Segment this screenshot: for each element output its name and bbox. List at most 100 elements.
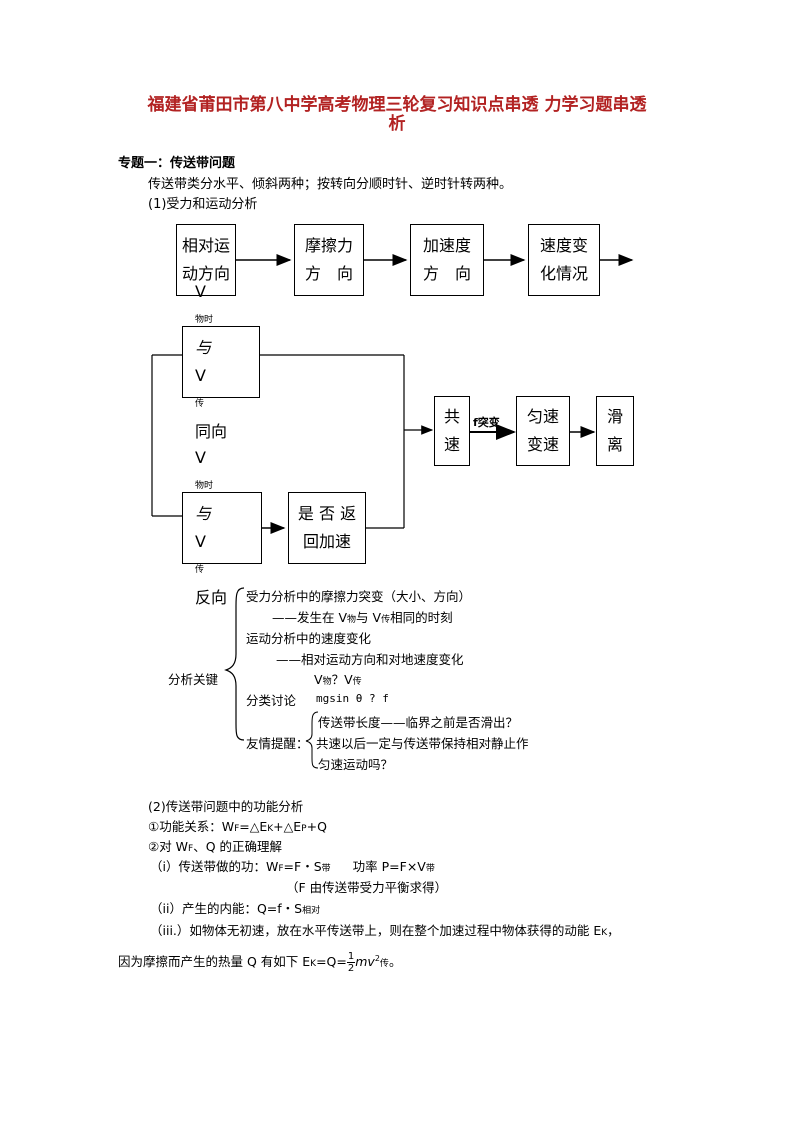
subscript: 传 — [195, 565, 205, 575]
text: 。 — [388, 954, 402, 969]
text: ？V — [331, 672, 353, 687]
analysis-line-5: V物？V传 — [314, 669, 362, 688]
subsection-1-heading: (1)受力和运动分析 — [148, 197, 258, 212]
formula: mv — [355, 954, 375, 969]
subscript: K — [310, 959, 317, 969]
energy-line-5: （ii）产生的内能：Q=f・S相对 — [150, 898, 320, 917]
text: 同向 — [195, 422, 228, 441]
reminder-line-1: 传送带长度——临界之前是否滑出？ — [318, 715, 519, 730]
box-slide-off: 滑 离 — [596, 396, 634, 466]
subscript: 传 — [352, 677, 362, 687]
energy-line-2: ②对 WF、Q 的正确理解 — [148, 836, 282, 855]
box-same-direction: V 物时与 V 传同向 — [182, 282, 260, 441]
section-heading: 专题一：传送带问题 — [118, 156, 236, 171]
text: +Q — [306, 819, 327, 834]
box-line: 离 — [606, 435, 623, 454]
box-friction-direction: 摩擦力 方 向 — [294, 224, 364, 296]
subscript: 物时 — [195, 315, 214, 325]
box-line: 变速 — [526, 435, 559, 454]
fraction-denominator: 2 — [347, 963, 355, 974]
text: 与 — [195, 504, 212, 523]
box-relative-motion-direction: 相对运 动方向 — [176, 224, 236, 296]
box-line: 速 — [443, 435, 460, 454]
box-line: 是 否 返 — [297, 504, 357, 523]
intro-text: 传送带类分水平、倾斜两种；按转向分顺时针、逆时针转两种。 — [148, 177, 513, 192]
energy-line-3: （i）传送带做的功：WF=F・S带功率 P=F×V带 — [150, 856, 435, 875]
box-line: 加速度 — [422, 236, 471, 255]
box-line: V 物时与 — [195, 278, 213, 362]
energy-line-6: （iii.）如物体无初速，放在水平传送带上，则在整个加速过程中物体获得的动能 E… — [150, 920, 620, 939]
subscript: 物 — [347, 615, 357, 625]
subscript: 传 — [195, 399, 205, 409]
box-uniform-variable-speed: 匀速 变速 — [516, 396, 570, 466]
box-line: 动方向 — [181, 264, 230, 283]
analysis-brace — [224, 587, 245, 741]
box-line: 方 向 — [304, 264, 353, 283]
energy-line-1: ①功能关系：WF=△EK+△EP+Q — [148, 816, 327, 835]
text: V — [314, 672, 323, 687]
text: 因为摩擦而产生的热量 Q 有如下 E — [118, 954, 311, 969]
tip-brace — [305, 711, 319, 769]
subscript: 带 — [321, 864, 331, 874]
analysis-line-2: ——发生在 V物与 V传相同的时刻 — [272, 607, 453, 626]
energy-line-4: （F 由传送带受力平衡求得） — [286, 880, 448, 895]
subscript: F — [234, 824, 240, 834]
subscript: 物时 — [195, 481, 214, 491]
friction-change-label: f突变 — [473, 416, 500, 429]
box-return-acceleration: 是 否 返 回加速 — [288, 492, 366, 564]
text: 与 — [195, 338, 212, 357]
subscript: 相对 — [302, 906, 321, 916]
box-line: 速度变 — [539, 236, 588, 255]
friendly-reminder-label: 友情提醒： — [246, 736, 309, 751]
text: 功率 P=F×V — [352, 859, 426, 874]
subscript: 物 — [322, 677, 332, 687]
superscript: 2 — [374, 953, 380, 963]
document-title-continued: 析 — [388, 114, 406, 134]
subscript: K — [267, 824, 274, 834]
classification-expression: mgsin θ ? f — [316, 692, 389, 705]
subsection-2-heading: (2)传送带问题中的功能分析 — [148, 799, 304, 814]
subscript: F — [188, 844, 194, 854]
fraction-numerator: 1 — [346, 951, 356, 963]
box-line: 回加速 — [302, 532, 351, 551]
box-line: 匀速 — [526, 407, 559, 426]
subscript: 传 — [379, 959, 389, 969]
subscript: 传 — [381, 615, 391, 625]
reminder-line-2: 共速以后一定与传送带保持相对静止作 — [316, 736, 529, 751]
box-line: 方 向 — [422, 264, 471, 283]
classification-label: 分类讨论 — [246, 693, 297, 708]
box-line: 相对运 — [181, 236, 230, 255]
analysis-line-1: 受力分析中的摩擦力突变（大小、方向） — [246, 589, 472, 604]
text: =Q= — [316, 954, 347, 969]
subscript: K — [601, 928, 608, 938]
text: ——发生在 V — [272, 610, 348, 625]
text: 与 V — [356, 610, 382, 625]
text: （iii.）如物体无初速，放在水平传送带上，则在整个加速过程中物体获得的动能 E — [150, 923, 602, 938]
v-symbol: V — [195, 448, 206, 467]
analysis-key-label: 分析关键 — [168, 672, 219, 687]
box-velocity-change: 速度变 化情况 — [528, 224, 600, 296]
text: 、Q 的正确理解 — [193, 839, 283, 854]
box-line: 化情况 — [539, 264, 588, 283]
analysis-line-4: ——相对运动方向和对地速度变化 — [276, 652, 464, 667]
text: ①功能关系：W — [148, 819, 235, 834]
subscript: F — [278, 864, 284, 874]
text: （i）传送带做的功：W — [150, 859, 279, 874]
v-symbol: V — [195, 282, 206, 301]
text: =△E — [239, 819, 268, 834]
box-line: 摩擦力 — [304, 236, 353, 255]
text: ， — [607, 923, 620, 938]
box-common-speed: 共 速 — [434, 396, 470, 466]
v-symbol: V — [195, 366, 206, 385]
text: 相同的时刻 — [390, 610, 453, 625]
box-line: V 物时与 — [195, 444, 213, 528]
subscript: P — [301, 824, 307, 834]
box-line: V 传同向 — [195, 362, 227, 446]
box-line: 共 — [443, 407, 460, 426]
reminder-line-3: 匀速运动吗？ — [318, 757, 394, 772]
text: （ii）产生的内能：Q=f・S — [150, 901, 303, 916]
